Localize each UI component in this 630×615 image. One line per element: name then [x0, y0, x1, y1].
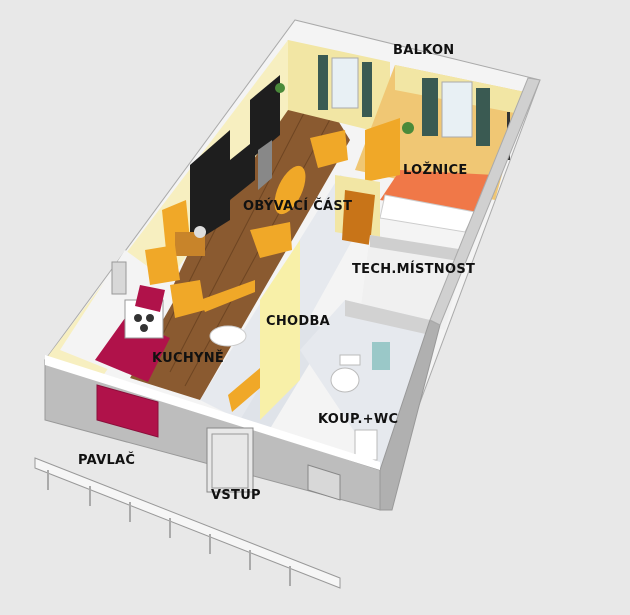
label-vstup: VSTUP	[211, 488, 261, 503]
front-walls	[44, 77, 541, 511]
bathroom	[300, 300, 430, 470]
corridor-walls	[260, 175, 380, 420]
label-pavlac: PAVLAČ	[78, 453, 136, 468]
bedroom	[355, 65, 525, 233]
pavlac-railing	[34, 457, 341, 589]
living-room-furniture	[145, 55, 372, 412]
label-koupelna-wc: KOUP.+WC	[318, 412, 399, 427]
label-chodba: CHODBA	[266, 314, 331, 329]
label-kuchyne: KUCHYNĚ	[152, 351, 225, 366]
label-tech-mistnost: TECH.MÍSTNOST	[352, 262, 476, 277]
label-loznice: LOŽNICE	[403, 163, 468, 178]
label-balkon: BALKON	[393, 43, 455, 58]
label-obyvaci-cast: OBÝVACÍ ČÁST	[243, 199, 353, 214]
